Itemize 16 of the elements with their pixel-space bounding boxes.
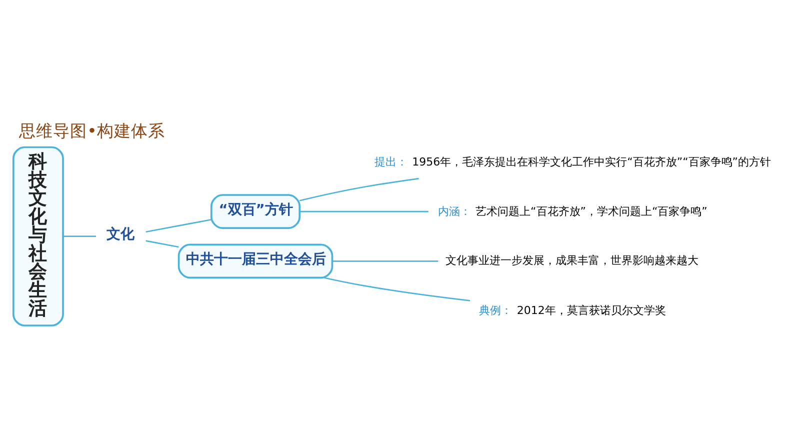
connector bbox=[324, 277, 470, 302]
node-box: “双百”方针 bbox=[210, 194, 301, 230]
node-box: 科技文化与社会生活 bbox=[12, 146, 64, 326]
connector bbox=[63, 236, 96, 238]
node-text: 典例： 2012年，莫言获诺贝尔文学奖 bbox=[479, 304, 666, 318]
connector bbox=[300, 178, 419, 202]
connector bbox=[300, 210, 428, 212]
node-text: 内涵： 艺术问题上“百花齐放”，学术问题上“百家争鸣” bbox=[438, 204, 708, 218]
node-text: 文化 bbox=[106, 226, 135, 243]
connector bbox=[146, 218, 212, 233]
node-text: 提出： 1956年，毛泽东提出在科学文化工作中实行“百花齐放”“百家争鸣”的方针 bbox=[374, 155, 772, 168]
node-box: 中共十一届三中全会后 bbox=[178, 244, 334, 279]
connector bbox=[332, 260, 438, 262]
diagram-title: 思维导图•构建体系 bbox=[19, 122, 165, 141]
connector bbox=[146, 240, 179, 248]
node-text: 文化事业进一步发展，成果丰富，世界影响越来越大 bbox=[446, 254, 699, 268]
